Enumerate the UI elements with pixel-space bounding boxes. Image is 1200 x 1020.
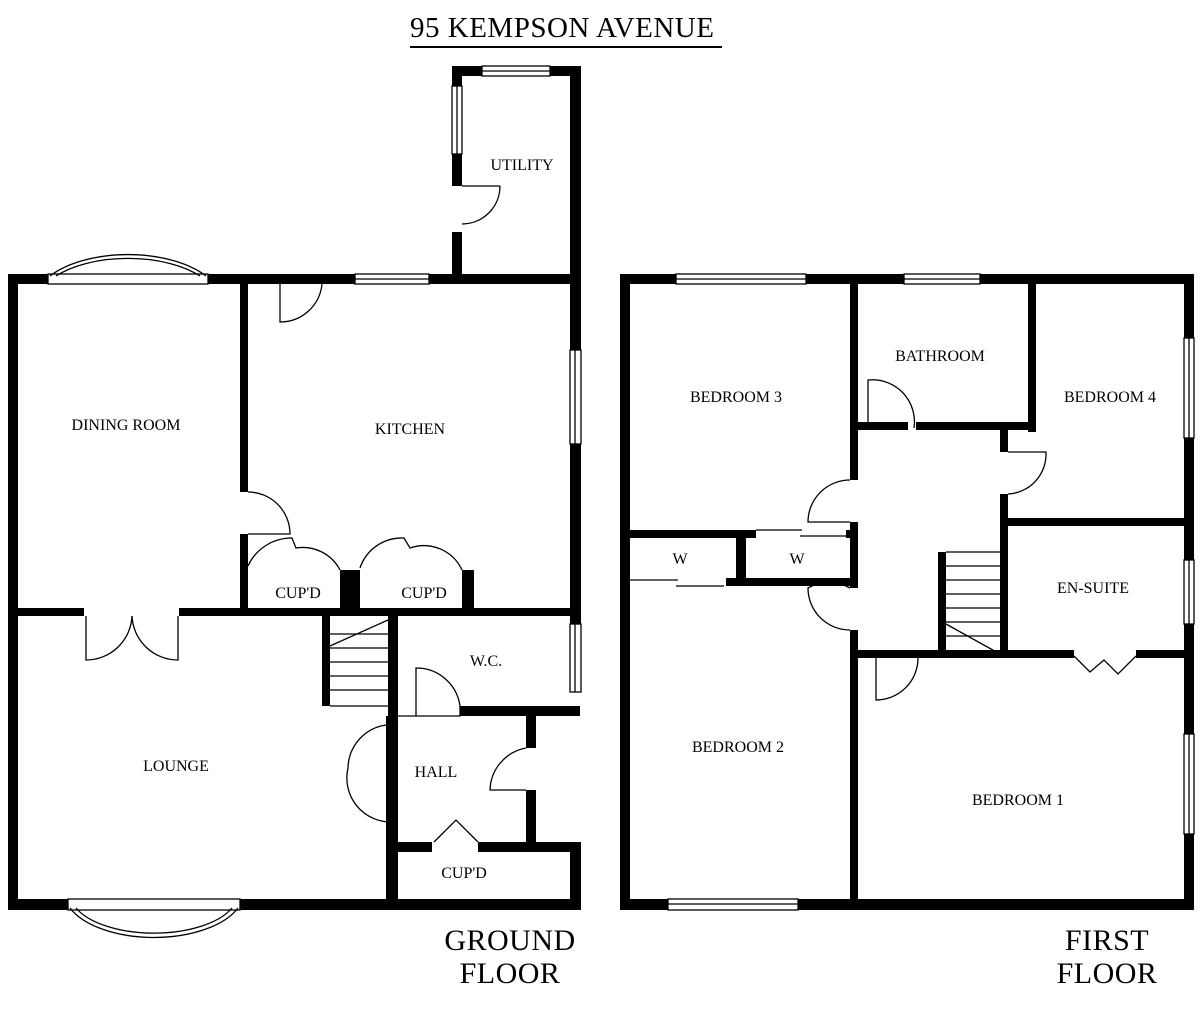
bathroom-east-wall bbox=[1028, 284, 1036, 432]
hall-cupboard-east-wall bbox=[570, 842, 581, 910]
ground-north-wall bbox=[8, 274, 580, 284]
room-label-kitchen: KITCHEN bbox=[375, 421, 446, 438]
kitchen-back-door bbox=[279, 283, 323, 323]
hall-lounge-door bbox=[346, 723, 399, 823]
room-label-bathroom: BATHROOM bbox=[895, 348, 985, 365]
cupboard-divider bbox=[340, 570, 350, 616]
bedroom2-east-wall bbox=[850, 630, 858, 900]
bedroom4-door bbox=[1007, 451, 1047, 495]
hall-cupboard-north-wall bbox=[386, 842, 580, 852]
hall-cupboard-south-wall bbox=[386, 899, 581, 910]
hall-north-wall bbox=[398, 608, 581, 616]
utility-west-wall-lower bbox=[452, 232, 462, 282]
room-label-bedroom-4: BEDROOM 4 bbox=[1064, 389, 1156, 406]
cupboard-left-doors bbox=[247, 537, 341, 571]
room-label-hall: HALL bbox=[415, 764, 458, 781]
plan-title: 95 KEMPSON AVENUE bbox=[410, 12, 715, 44]
first-west-wall bbox=[620, 274, 630, 910]
room-label-cupboard-left: CUP'D bbox=[275, 585, 321, 602]
room-label-utility: UTILITY bbox=[490, 157, 554, 174]
room-label-bedroom-2: BEDROOM 2 bbox=[692, 739, 784, 756]
bedroom1-door bbox=[875, 657, 919, 701]
room-label-cupboard-right: CUP'D bbox=[401, 585, 447, 602]
stair-wall bbox=[322, 616, 330, 706]
room-label-wardrobe-right: W bbox=[789, 551, 805, 568]
bedroom1-north-wall-a bbox=[850, 650, 1074, 658]
bedroom3-east-wall bbox=[850, 284, 858, 480]
ground-floor-label-line2: FLOOR bbox=[459, 957, 561, 990]
room-label-bedroom-1: BEDROOM 1 bbox=[972, 792, 1064, 809]
lounge-door-left bbox=[85, 615, 133, 661]
wardrobe-divider bbox=[736, 530, 746, 586]
room-label-lounge: LOUNGE bbox=[143, 758, 209, 775]
utility-door bbox=[461, 185, 501, 225]
landing-west-wall bbox=[850, 522, 858, 588]
bedroom1-north-wall-b bbox=[1136, 650, 1194, 658]
first-floor-label-line2: FLOOR bbox=[1056, 957, 1158, 990]
dining-bay-window bbox=[47, 273, 209, 285]
hall-cupboard-door bbox=[433, 819, 479, 843]
ensuite-west-wall bbox=[1000, 494, 1008, 658]
first-south-wall bbox=[620, 899, 1194, 910]
bathroom-south-wall-a bbox=[858, 422, 908, 430]
room-label-wc: W.C. bbox=[470, 653, 502, 670]
bedroom2-door bbox=[807, 581, 851, 631]
room-label-wardrobe-left: W bbox=[672, 551, 688, 568]
wc-door bbox=[398, 667, 461, 717]
ground-floor-label-line1: GROUND bbox=[444, 924, 576, 957]
cupboard-divider-b bbox=[350, 570, 360, 616]
room-label-bedroom-3: BEDROOM 3 bbox=[690, 389, 782, 406]
room-label-cupboard-hall: CUP'D bbox=[441, 865, 487, 882]
bedroom4-south-wall bbox=[1000, 518, 1194, 526]
wc-south-wall bbox=[460, 706, 580, 716]
cupboard-right-doors bbox=[359, 537, 463, 571]
first-stair-wall bbox=[938, 552, 946, 658]
first-floor-label: FIRST FLOOR bbox=[1044, 924, 1170, 990]
first-floor-label-line1: FIRST bbox=[1064, 924, 1150, 957]
bedroom3-door bbox=[807, 479, 851, 523]
ground-floor-label: GROUND FLOOR bbox=[436, 924, 584, 990]
hall-west-wall bbox=[386, 716, 398, 910]
ensuite-door bbox=[1073, 655, 1137, 675]
bedroom4-west-wall-upper bbox=[1000, 422, 1008, 452]
front-door bbox=[489, 747, 527, 791]
dining-kitchen-wall-lower bbox=[240, 534, 248, 616]
bathroom-south-wall-b bbox=[916, 422, 1036, 430]
cupboard-east-wall bbox=[462, 570, 474, 616]
title-underline bbox=[410, 46, 722, 48]
lounge-double-door-gap bbox=[84, 608, 179, 616]
room-label-en-suite: EN-SUITE bbox=[1057, 580, 1129, 597]
first-stairs bbox=[945, 551, 1001, 655]
hall-east-wall-upper bbox=[526, 716, 536, 748]
kitchen-dining-door bbox=[247, 491, 291, 535]
lounge-bay-window bbox=[67, 898, 241, 911]
bathroom-door bbox=[867, 379, 916, 430]
wc-west-wall bbox=[388, 616, 398, 726]
first-floor-plan bbox=[620, 273, 1195, 911]
dining-kitchen-wall bbox=[240, 274, 248, 492]
ground-west-wall bbox=[8, 274, 18, 910]
ground-stairs bbox=[329, 619, 389, 707]
lounge-north-wall bbox=[8, 608, 398, 616]
room-label-dining-room: DINING ROOM bbox=[72, 417, 181, 434]
hall-east-wall-lower bbox=[526, 790, 536, 842]
ground-floor-plan bbox=[8, 65, 582, 939]
